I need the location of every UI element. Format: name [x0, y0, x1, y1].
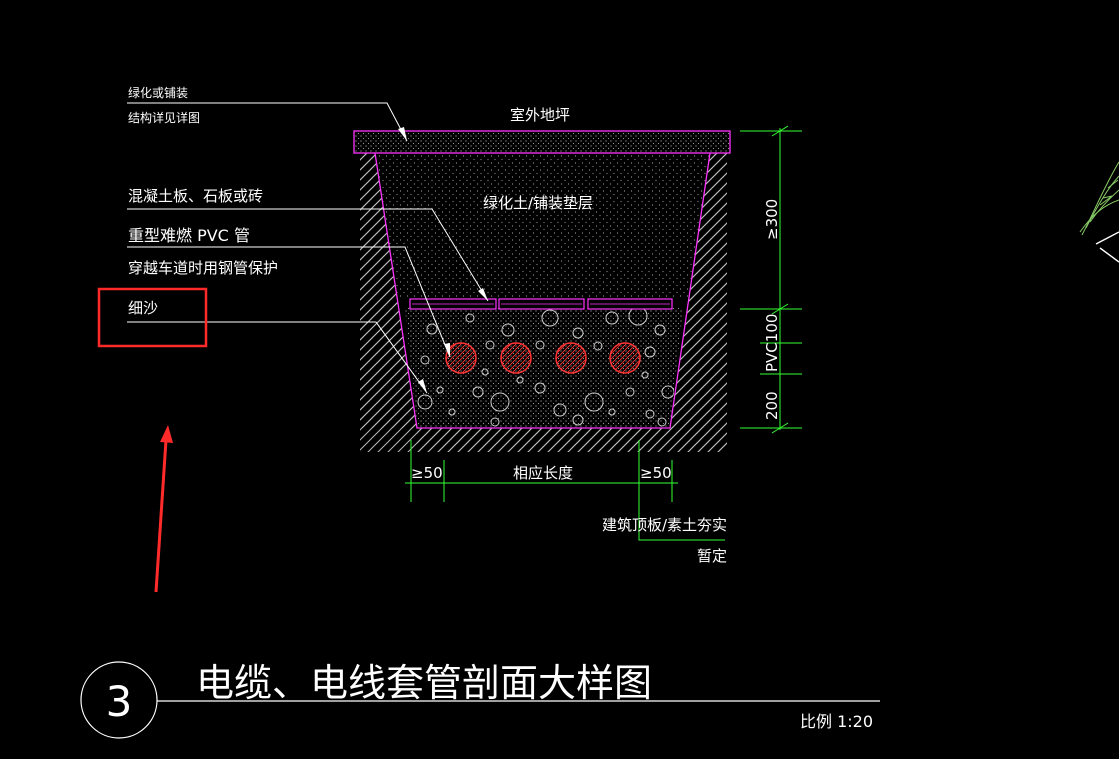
sand-stone — [572, 414, 584, 426]
dim-right-margin: ≥50 — [640, 464, 672, 482]
sand-stone — [448, 408, 456, 416]
sand-stone — [641, 371, 649, 379]
sand-stone — [490, 417, 500, 427]
label-crossing-note: 穿越车道时用钢管保护 — [128, 259, 278, 277]
vertical-dimensions — [740, 125, 802, 434]
sand-stone — [472, 386, 484, 398]
sand-stone — [541, 309, 559, 327]
label-tentative: 暂定 — [697, 547, 727, 565]
sand-stone — [516, 376, 524, 384]
plant-graphic — [1079, 161, 1119, 236]
label-greening-soil: 绿化土/铺装垫层 — [483, 194, 593, 212]
dim-left-margin: ≥50 — [411, 464, 443, 482]
sand-stone — [490, 392, 510, 412]
sand-stone — [420, 355, 430, 365]
paving-layer — [353, 130, 731, 154]
sand-stone — [481, 368, 489, 376]
sand-stone — [501, 323, 515, 337]
label-greening-paving: 绿化或铺装 — [128, 85, 188, 100]
sand-stone — [465, 313, 475, 323]
backfill-soil — [375, 153, 710, 299]
annotation-arrow — [154, 425, 173, 593]
sand-stone — [593, 341, 603, 351]
pvc-pipes — [445, 342, 641, 374]
sand-stone — [436, 386, 444, 394]
sand-stone — [553, 403, 567, 417]
pvc-pipe — [500, 342, 532, 374]
leader-arrowheads — [398, 127, 488, 393]
sand-stone — [625, 387, 635, 397]
sand-stone — [608, 408, 616, 416]
sand-stone — [657, 417, 667, 427]
trench-outline — [374, 152, 711, 429]
label-slab: 混凝土板、石板或砖 — [128, 187, 263, 205]
sand-stone — [654, 324, 666, 336]
sand-stone — [485, 340, 495, 350]
sand-stone — [426, 323, 438, 335]
scale-label: 比例 1:20 — [800, 712, 873, 731]
title-number: 3 — [106, 677, 133, 726]
title-number-circle — [80, 661, 158, 739]
label-corresponding-length: 相应长度 — [513, 464, 573, 482]
dim-pvc: PVC100 — [763, 314, 781, 372]
sand-stone — [417, 394, 433, 410]
sand-stone — [628, 308, 648, 326]
sand-stone — [535, 340, 545, 350]
sand-stone — [644, 346, 656, 358]
pvc-pipe — [609, 342, 641, 374]
plant-outline — [1095, 231, 1119, 263]
sand-stone — [572, 327, 584, 339]
dim-depth-top: ≥300 — [763, 199, 781, 240]
sand-stone — [534, 382, 546, 394]
horizontal-dimensions — [405, 440, 725, 541]
pvc-pipe — [555, 342, 587, 374]
label-structure-ref: 结构详见详图 — [128, 110, 200, 125]
sand-stone — [645, 409, 655, 419]
label-roof-slab: 建筑顶板/素土夯实 — [602, 516, 727, 534]
label-pvc-pipe: 重型难燃 PVC 管 — [128, 226, 250, 245]
dim-depth-bottom: 200 — [763, 391, 781, 420]
label-fine-sand: 细沙 — [128, 299, 158, 317]
annotation-box — [97, 287, 208, 348]
sand-stone — [605, 311, 619, 325]
pvc-pipe — [445, 342, 477, 374]
title-text: 电缆、电线套管剖面大样图 — [196, 661, 652, 705]
sand-zone — [405, 308, 683, 428]
label-outdoor-grade: 室外地坪 — [510, 106, 570, 124]
sand-stone — [584, 392, 604, 412]
